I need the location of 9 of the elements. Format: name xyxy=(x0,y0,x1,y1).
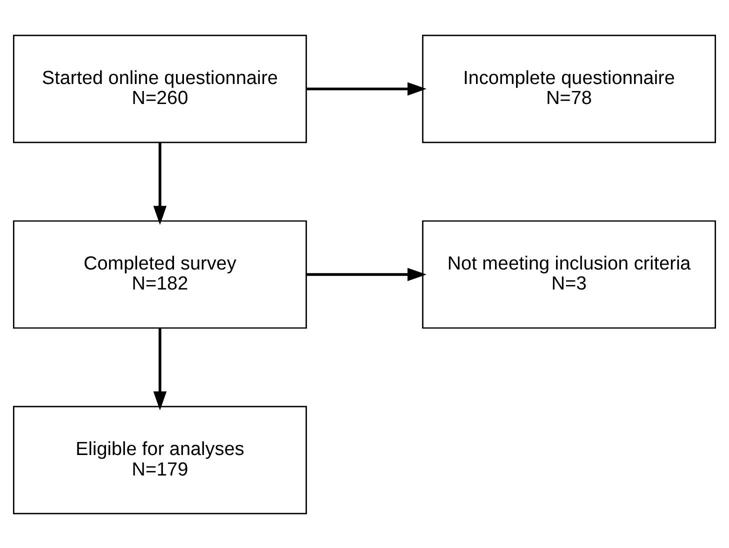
node-box: Incomplete questionnaire N=78 xyxy=(422,34,716,143)
arrow xyxy=(153,142,167,224)
arrow xyxy=(306,267,427,281)
node-box: Started online questionnaire N=260 xyxy=(12,34,307,143)
node-box: Not meeting inclusion criteria N=3 xyxy=(422,220,716,328)
arrow xyxy=(153,328,167,410)
node-box: Completed survey N=182 xyxy=(12,220,307,328)
arrow xyxy=(306,82,427,96)
node-box: Eligible for analyses N=179 xyxy=(12,405,307,514)
